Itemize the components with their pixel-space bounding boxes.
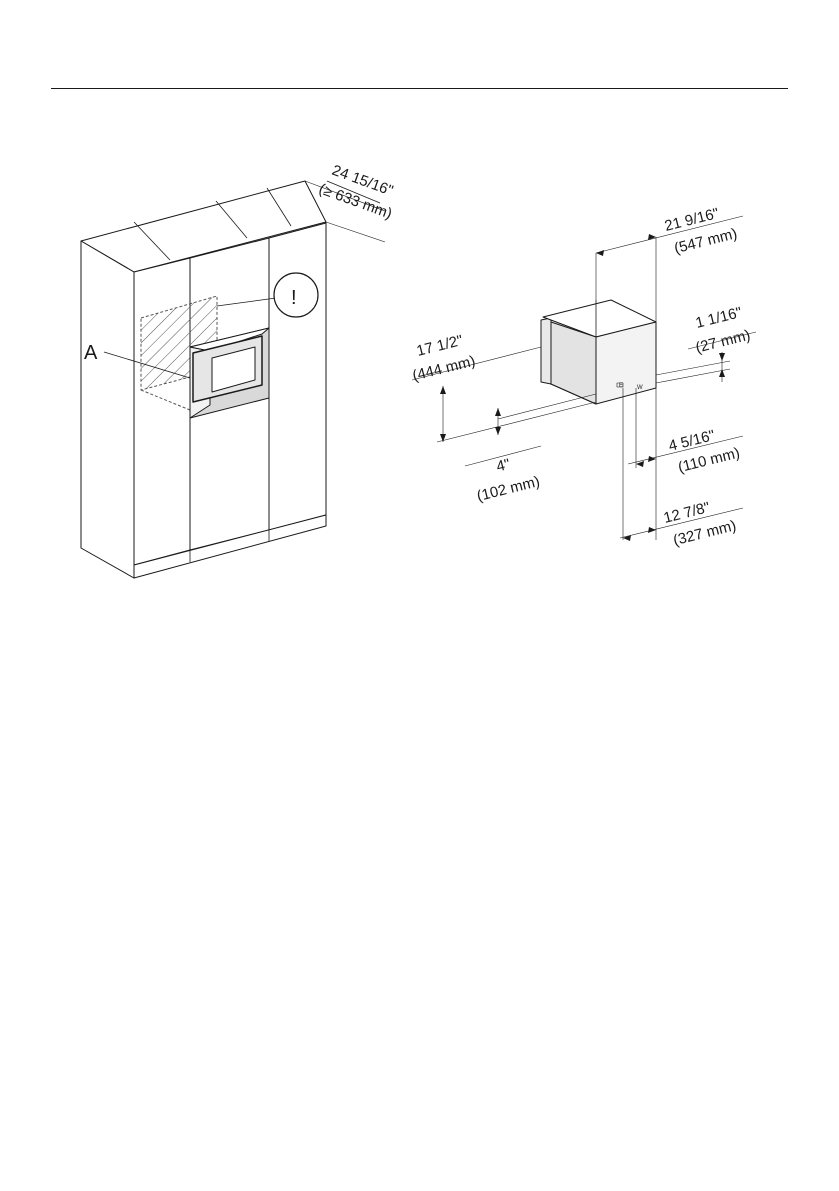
height-dim-text: 17 1/2" (444 mm): [405, 330, 477, 384]
cabinet-front-left: [134, 258, 190, 565]
connection-label-e: E: [619, 383, 623, 389]
front-imperial: 1 1/16": [694, 304, 744, 332]
bottom-dim-text: 4" (102 mm): [469, 450, 541, 505]
connection-label-w: W: [637, 385, 643, 391]
front-dim-text: 1 1/16" (27 mm): [688, 303, 752, 356]
cabinet-left-side: [81, 241, 134, 578]
cabinet-front-right: [269, 223, 326, 530]
appliance-drawing: E W: [541, 300, 656, 404]
cabinet-drawing: [81, 181, 326, 578]
conn2-dim-text: 12 7/8" (327 mm): [662, 494, 738, 550]
bottom-imperial: 4": [495, 456, 512, 476]
callout-a-label: A: [84, 342, 98, 364]
appliance-body-front: [596, 322, 656, 404]
appliance-frame: [541, 318, 551, 384]
conn2-imperial: 12 7/8": [662, 499, 712, 527]
front-metric: (27 mm): [694, 327, 752, 357]
bottom-metric: (102 mm): [475, 473, 541, 505]
warning-symbol: !: [291, 287, 297, 309]
conn1-dim-text: 4 5/16" (110 mm): [667, 422, 742, 477]
appliance-body-left: [551, 322, 596, 404]
depth-dim-text: 21 9/16" (547 mm): [663, 202, 739, 258]
